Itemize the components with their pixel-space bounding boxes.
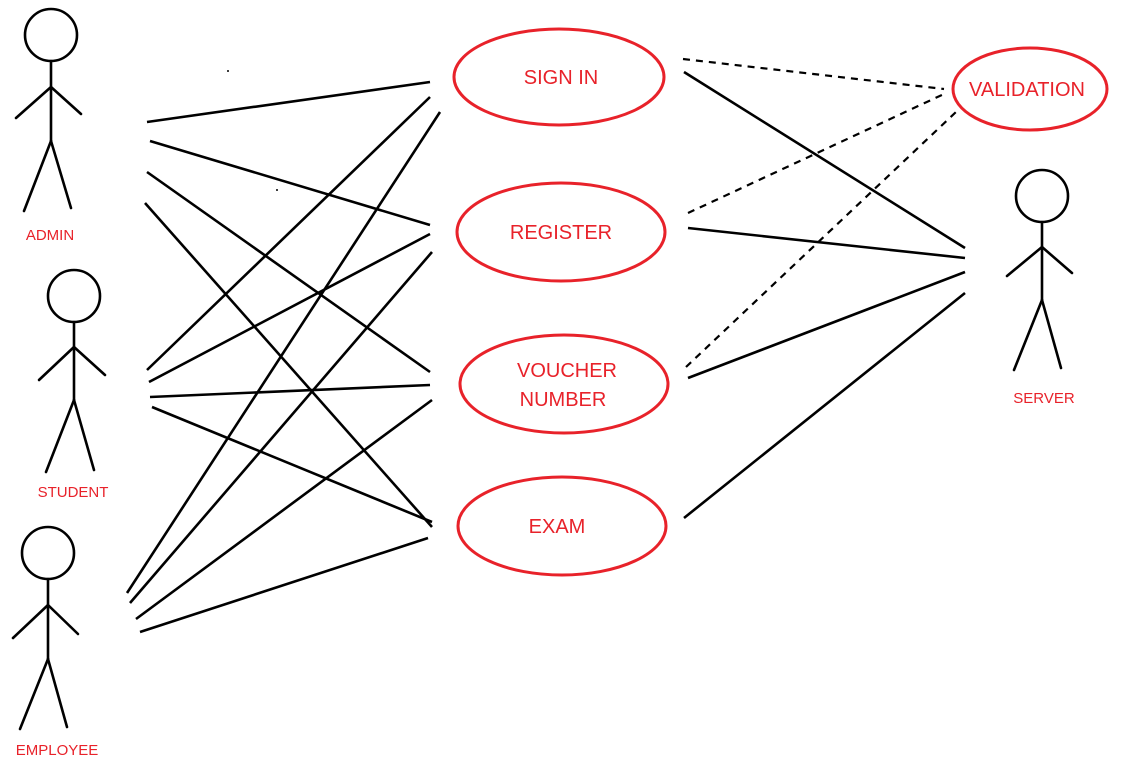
register-ellipse — [455, 181, 667, 283]
assoc-admin-exam — [144, 202, 433, 528]
assoc-signin-server — [683, 70, 966, 250]
voucher-label-line1: VOUCHER — [517, 360, 617, 382]
speck-dot — [227, 70, 229, 72]
employee-label: EMPLOYEE — [16, 742, 99, 759]
assoc-employee-register — [129, 251, 433, 604]
use-case-voucher-number[interactable]: VOUCHER NUMBER — [458, 333, 670, 435]
server-label: SERVER — [1013, 390, 1075, 407]
sign-in-label: SIGN IN — [524, 67, 598, 89]
assoc-admin-signin — [146, 80, 431, 124]
actor-server[interactable]: SERVER — [1005, 168, 1075, 407]
student-label: STUDENT — [38, 484, 109, 501]
admin-label: ADMIN — [26, 227, 74, 244]
actor-student[interactable]: STUDENT — [37, 268, 109, 501]
dep-voucher-validation — [685, 111, 957, 368]
assoc-student-register — [148, 232, 431, 384]
assoc-admin-voucher — [146, 170, 431, 374]
server-stick-figure-icon — [1005, 168, 1074, 372]
use-case-register[interactable]: REGISTER — [455, 181, 667, 283]
assoc-voucher-server — [687, 270, 966, 380]
validation-ellipse — [951, 46, 1109, 132]
register-label: REGISTER — [510, 222, 612, 244]
exam-ellipse — [456, 475, 668, 577]
assoc-student-voucher — [149, 383, 431, 399]
dep-register-validation — [687, 93, 945, 214]
assoc-admin-register — [149, 139, 431, 227]
assoc-student-exam — [151, 405, 433, 524]
student-stick-figure-icon — [37, 268, 107, 474]
use-case-validation[interactable]: VALIDATION — [951, 46, 1109, 132]
actor-employee[interactable]: EMPLOYEE — [11, 525, 99, 759]
associations — [125, 70, 966, 634]
exam-label: EXAM — [529, 516, 586, 538]
assoc-employee-voucher — [135, 398, 433, 621]
assoc-register-server — [687, 226, 966, 260]
dep-signin-validation — [682, 57, 945, 91]
validation-label: VALIDATION — [969, 79, 1085, 101]
assoc-employee-signin — [125, 111, 442, 594]
dependencies — [682, 57, 957, 368]
voucher-label-line2: NUMBER — [520, 389, 607, 411]
use-case-sign-in[interactable]: SIGN IN — [452, 27, 666, 127]
actor-admin[interactable]: ADMIN — [14, 7, 83, 244]
assoc-employee-exam — [139, 536, 429, 634]
speck-dot — [276, 189, 278, 191]
admin-stick-figure-icon — [14, 7, 83, 213]
voucher-number-ellipse — [458, 333, 670, 435]
sign-in-ellipse — [452, 27, 666, 127]
assoc-exam-server — [683, 291, 966, 520]
use-case-exam[interactable]: EXAM — [456, 475, 668, 577]
employee-stick-figure-icon — [11, 525, 80, 731]
assoc-student-signin — [146, 96, 431, 371]
